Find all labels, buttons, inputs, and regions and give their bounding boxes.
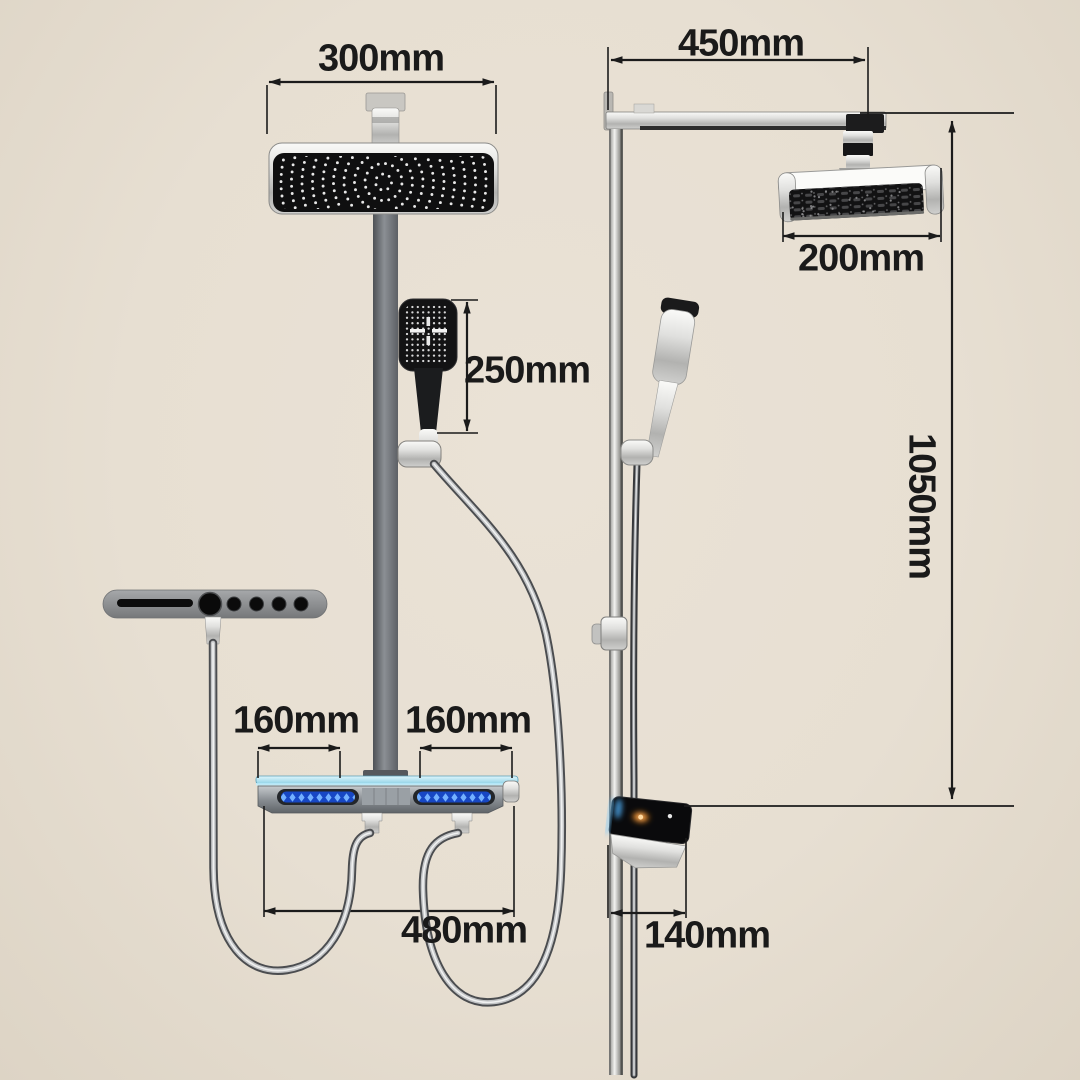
slider-clamp — [591, 616, 628, 651]
dimension-450mm — [607, 47, 869, 118]
mode-button-2 — [249, 596, 264, 612]
shower-column-front — [373, 208, 398, 782]
mode-button-1 — [226, 596, 242, 612]
display-glow-blue — [614, 798, 623, 819]
rain-shower-head-front — [268, 142, 499, 215]
hand-shower-side — [620, 297, 700, 466]
hose-connector-right — [451, 812, 473, 834]
shower-hose-right — [418, 459, 567, 1007]
dim-label-column-height: 1050mm — [900, 432, 943, 580]
spray-dot-pattern — [279, 156, 488, 209]
shelf-side-knob — [502, 780, 520, 803]
mode-button-3 — [271, 596, 287, 612]
hand-shower-holder — [397, 440, 442, 468]
hose-side — [630, 460, 641, 1079]
dim-label-hand-shower-height: 250mm — [464, 349, 591, 392]
side-view — [591, 91, 945, 1079]
main-control-knob — [197, 591, 223, 617]
dimension-300mm — [266, 78, 497, 134]
hand-shower-holder-side — [620, 439, 654, 466]
led-strip-left — [281, 791, 355, 803]
waterfall-slot — [117, 599, 193, 607]
dim-label-side-head-width: 200mm — [798, 237, 925, 280]
shelf-unit — [255, 775, 520, 834]
shower-hose-left — [208, 638, 375, 975]
dimension-1050mm — [684, 112, 1014, 807]
dim-label-front-head-width: 300mm — [318, 37, 445, 80]
dimension-160mm-right — [419, 744, 513, 778]
hose-connector-left — [361, 812, 383, 834]
digital-display-unit — [605, 796, 693, 869]
led-strip-right — [417, 791, 491, 803]
dim-label-display-depth: 140mm — [644, 914, 771, 957]
mode-button-4 — [293, 596, 309, 612]
dimension-140mm — [607, 838, 687, 918]
dimension-160mm-left — [257, 744, 341, 778]
dimension-200mm — [782, 168, 942, 242]
faucet-control-bar — [102, 589, 328, 645]
dim-label-shelf-right-span: 160mm — [405, 699, 532, 742]
dim-label-shelf-total-width: 480mm — [401, 909, 528, 952]
rain-shower-head-side — [777, 164, 945, 223]
front-view — [102, 92, 520, 834]
column-top-connector — [365, 92, 406, 147]
dimension-250mm — [437, 299, 478, 434]
ball-joint — [839, 114, 884, 181]
dim-label-shelf-left-span: 160mm — [233, 699, 360, 742]
dimension-annotations — [257, 47, 1014, 918]
dim-label-side-arm-length: 450mm — [678, 22, 805, 65]
display-body — [610, 833, 687, 869]
hand-shower-front — [397, 298, 458, 468]
faucet-outlet-tube — [204, 616, 222, 645]
display-dot — [667, 813, 673, 819]
dimension-480mm — [263, 806, 515, 917]
